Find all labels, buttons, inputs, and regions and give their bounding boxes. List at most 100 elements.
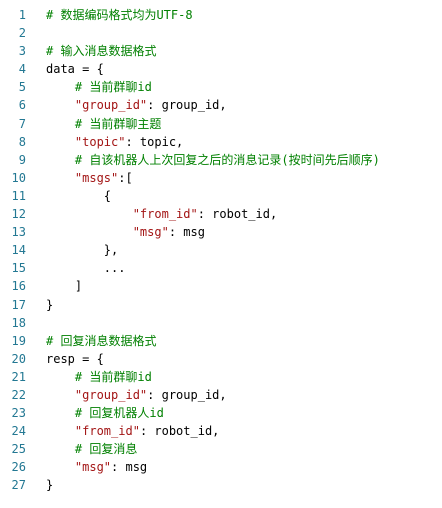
code-line[interactable]: 7 # 当前群聊主题	[0, 115, 442, 133]
indent	[46, 117, 75, 131]
line-number: 23	[11, 406, 26, 421]
code-text[interactable]: "group_id": group_id,	[26, 96, 227, 114]
code-line[interactable]: 8 "topic": topic,	[0, 133, 442, 151]
code-text[interactable]: # 当前群聊id	[26, 368, 152, 386]
code-text[interactable]: "group_id": group_id,	[26, 386, 227, 404]
code-text[interactable]: {	[26, 187, 111, 205]
code-line[interactable]: 18	[0, 314, 442, 332]
code-token: : robot_id,	[139, 424, 220, 439]
code-line[interactable]: 27}	[0, 476, 442, 494]
code-line[interactable]: 13 "msg": msg	[0, 223, 442, 241]
indent	[46, 388, 75, 402]
string-key: "msgs"	[74, 170, 119, 185]
line-number: 12	[11, 207, 26, 222]
code-text[interactable]: # 数据编码格式均为UTF-8	[26, 6, 193, 24]
code-text[interactable]: "topic": topic,	[26, 133, 183, 151]
string-key: "from_id"	[74, 424, 140, 439]
line-number: 4	[18, 62, 26, 77]
code-text[interactable]: # 回复消息	[26, 440, 137, 458]
code-text[interactable]: }	[26, 296, 53, 314]
line-number: 14	[11, 243, 26, 258]
code-comment: # 自该机器人上次回复之后的消息记录(按时间先后顺序)	[74, 152, 380, 167]
code-text[interactable]: # 输入消息数据格式	[26, 42, 156, 60]
string-key: "msg"	[132, 225, 169, 240]
line-number: 18	[11, 315, 26, 330]
code-line[interactable]: 15 ...	[0, 259, 442, 277]
code-comment: # 数据编码格式均为UTF-8	[46, 8, 193, 22]
code-comment: # 当前群聊id	[74, 80, 152, 95]
code-line[interactable]: 19 # 回复消息数据格式	[0, 332, 442, 350]
code-line[interactable]: 22 "group_id": group_id,	[0, 386, 442, 404]
line-number: 22	[11, 387, 26, 402]
indent	[46, 189, 104, 203]
code-line[interactable]: 26 "msg": msg	[0, 458, 442, 476]
code-token: : robot_id,	[197, 207, 278, 222]
indent	[46, 80, 75, 94]
code-line[interactable]: 21 # 当前群聊id	[0, 368, 442, 386]
code-line[interactable]: 16 ]	[0, 277, 442, 295]
code-text[interactable]: ]	[26, 277, 82, 295]
code-line[interactable]: 11 {	[0, 187, 442, 205]
code-text[interactable]: ...	[26, 259, 126, 277]
line-number: 7	[18, 116, 26, 131]
line-number: 16	[11, 279, 26, 294]
code-line[interactable]: 12 "from_id": robot_id,	[0, 205, 442, 223]
code-text[interactable]: "from_id": robot_id,	[26, 205, 278, 223]
code-token: ...	[103, 261, 126, 276]
code-comment: # 回复机器人id	[74, 406, 164, 421]
code-token: : msg	[111, 460, 148, 475]
code-text[interactable]: "msg": msg	[26, 223, 205, 241]
code-line[interactable]: 2	[0, 24, 442, 42]
code-line[interactable]: 17}	[0, 296, 442, 314]
code-line[interactable]: 14 },	[0, 241, 442, 259]
string-key: "group_id"	[74, 387, 148, 402]
line-number: 5	[18, 80, 26, 95]
code-text[interactable]: # 回复消息数据格式	[26, 332, 156, 350]
code-token: }	[46, 297, 54, 312]
line-number: 3	[18, 44, 26, 59]
code-line[interactable]: 25 # 回复消息	[0, 440, 442, 458]
line-number: 8	[18, 134, 26, 149]
line-number: 25	[11, 442, 26, 457]
code-comment: # 回复消息数据格式	[46, 333, 157, 348]
code-text[interactable]: }	[26, 476, 53, 494]
code-token: ]	[74, 279, 83, 294]
code-token: {	[103, 188, 112, 203]
code-line[interactable]: 24 "from_id": robot_id,	[0, 422, 442, 440]
line-number: 19	[11, 333, 26, 348]
code-text[interactable]: # 自该机器人上次回复之后的消息记录(按时间先后顺序)	[26, 151, 380, 169]
line-number: 6	[18, 98, 26, 113]
line-number: 24	[11, 424, 26, 439]
line-number: 9	[18, 152, 26, 167]
code-line[interactable]: 3# 输入消息数据格式	[0, 42, 442, 60]
string-key: "topic"	[74, 134, 126, 149]
code-text[interactable]: "from_id": robot_id,	[26, 422, 220, 440]
code-line[interactable]: 1# 数据编码格式均为UTF-8	[0, 6, 442, 24]
code-line[interactable]: 9 # 自该机器人上次回复之后的消息记录(按时间先后顺序)	[0, 151, 442, 169]
code-line[interactable]: 5 # 当前群聊id	[0, 78, 442, 96]
line-number: 20	[11, 351, 26, 366]
code-text[interactable]: # 当前群聊id	[26, 78, 152, 96]
code-text[interactable]: },	[26, 241, 118, 259]
line-number: 21	[11, 369, 26, 384]
code-token: :[	[118, 170, 133, 185]
code-line[interactable]: 23 # 回复机器人id	[0, 404, 442, 422]
indent	[46, 442, 75, 456]
line-number: 27	[11, 478, 26, 493]
indent	[46, 171, 75, 185]
code-text[interactable]: resp = {	[26, 350, 104, 368]
code-line[interactable]: 10 "msgs":[	[0, 169, 442, 187]
indent	[46, 460, 75, 474]
code-text[interactable]: "msg": msg	[26, 458, 147, 476]
code-line[interactable]: 6 "group_id": group_id,	[0, 96, 442, 114]
code-text[interactable]: # 回复机器人id	[26, 404, 164, 422]
code-comment: # 回复消息	[74, 442, 138, 457]
code-text[interactable]: # 当前群聊主题	[26, 115, 161, 133]
code-text[interactable]: "msgs":[	[26, 169, 133, 187]
line-number: 15	[11, 261, 26, 276]
line-number: 11	[11, 188, 26, 203]
code-text[interactable]: data = {	[26, 60, 104, 78]
